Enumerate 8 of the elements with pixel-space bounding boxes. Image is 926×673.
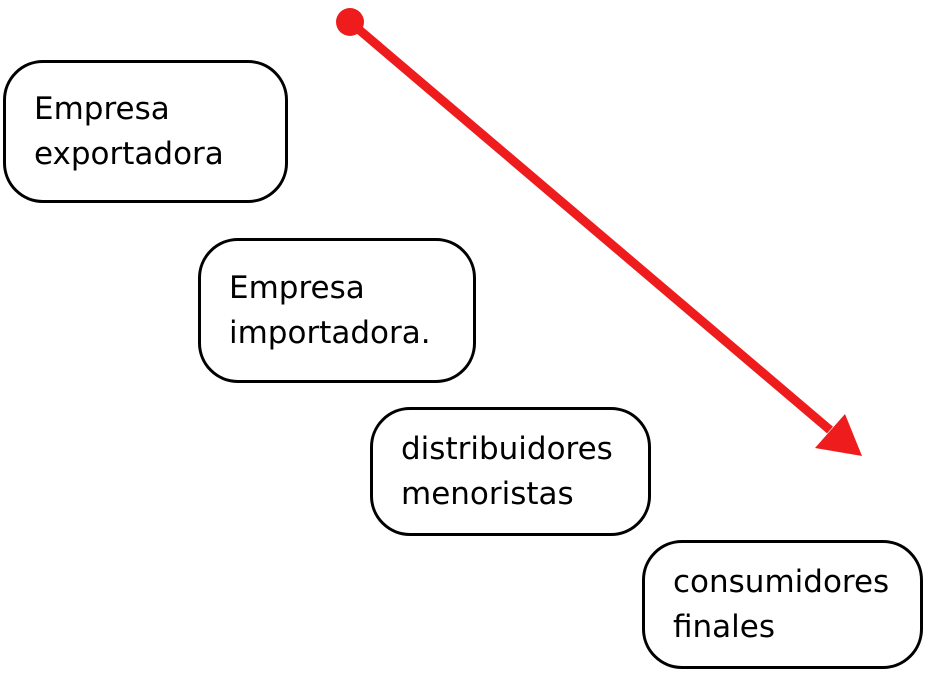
box-label: Empresa importadora. bbox=[229, 268, 432, 352]
box-label: Empresa exportadora bbox=[34, 90, 225, 174]
rounded-box bbox=[198, 238, 476, 383]
rounded-box bbox=[642, 540, 923, 669]
rounded-box bbox=[3, 60, 288, 203]
box-label: distribuidores menoristas bbox=[401, 430, 614, 514]
rounded-box bbox=[370, 407, 651, 536]
box-label: consumidores finales bbox=[673, 562, 890, 646]
